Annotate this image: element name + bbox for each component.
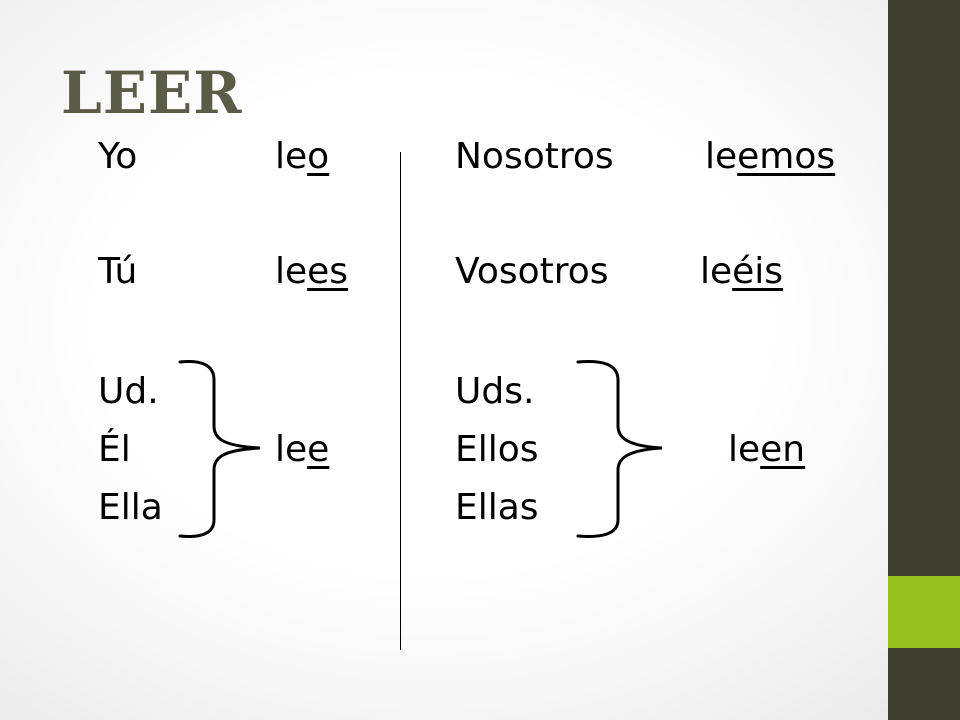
verb-ending: éis: [732, 251, 784, 292]
pronoun-ellas: Ellas: [455, 487, 539, 528]
verb-ending: e: [307, 429, 330, 470]
pronoun-uds: Uds.: [455, 371, 535, 412]
pronoun-ella: Ella: [98, 487, 163, 528]
pronoun-ellos: Ellos: [455, 429, 539, 470]
verb-stem: le: [275, 136, 308, 177]
slide-title: LEER: [61, 59, 243, 127]
pronoun-ud: Ud.: [98, 371, 159, 412]
singular-bracket: [178, 360, 261, 538]
verb-yo: leo: [275, 135, 329, 179]
column-divider: [400, 152, 401, 650]
verb-stem: le: [705, 136, 738, 177]
verb-vosotros: leéis: [700, 250, 783, 294]
verb-el: lee: [275, 428, 329, 472]
pronoun-tu: Tú: [98, 251, 138, 292]
verb-stem: le: [275, 429, 308, 470]
plural-bracket: [576, 360, 663, 538]
sidebar-accent-square: [888, 576, 960, 648]
verb-ending: es: [307, 251, 349, 292]
verb-stem: le: [728, 429, 761, 470]
verb-ending: o: [307, 136, 330, 177]
verb-ending: en: [760, 429, 806, 470]
pronoun-vosotros: Vosotros: [455, 251, 609, 292]
pronoun-nosotros: Nosotros: [455, 136, 614, 177]
pronoun-yo: Yo: [98, 136, 138, 177]
pronoun-el: Él: [98, 429, 131, 470]
verb-ending: emos: [737, 136, 836, 177]
verb-nosotros: leemos: [705, 135, 835, 179]
verb-stem: le: [700, 251, 733, 292]
verb-tu: lees: [275, 250, 348, 294]
verb-stem: le: [275, 251, 308, 292]
verb-ellos: leen: [728, 428, 805, 472]
